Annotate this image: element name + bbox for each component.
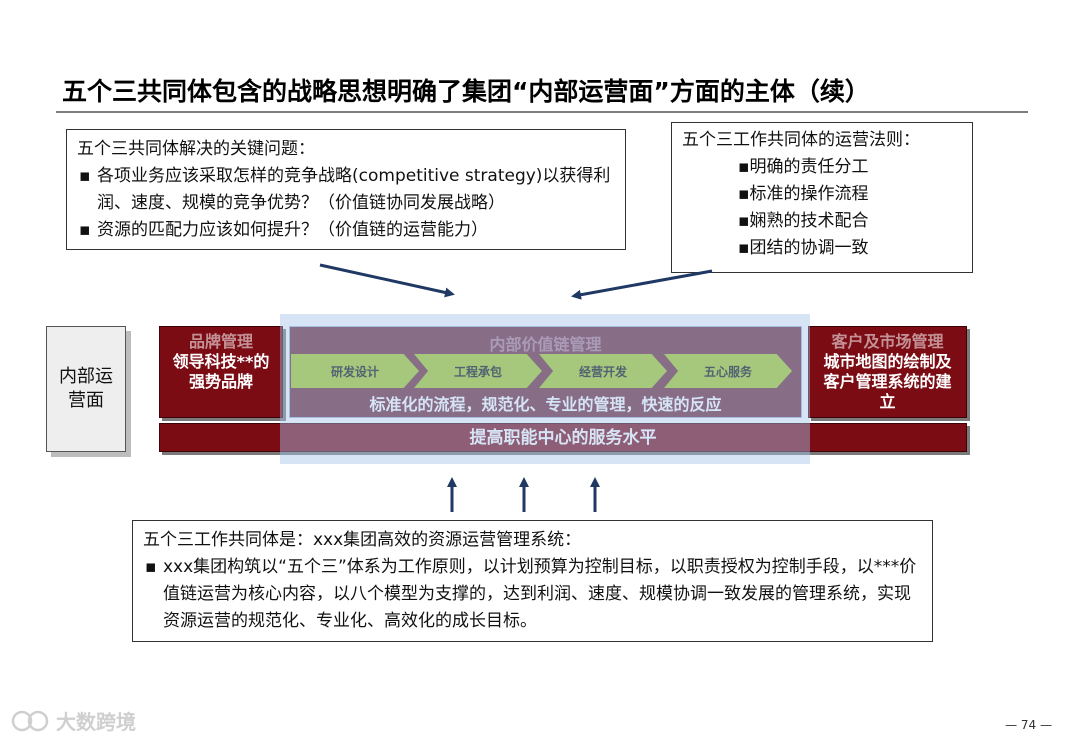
page-title: 五个三共同体包含的战略思想明确了集团“内部运营面”方面的主体（续）: [62, 77, 870, 106]
value-chain-subtitle: 标准化的流程，规范化、专业的管理，快速的反应: [369, 395, 722, 414]
brand-management-body: 领导科技**的强势品牌: [172, 352, 270, 391]
watermark-text: 大数跨境: [56, 710, 136, 734]
arrow-icon: [319, 263, 455, 298]
brand-management-head: 品牌管理: [188, 332, 253, 351]
list-item: ▪明确的责任分工: [738, 157, 869, 177]
service-level-bar: 提高职能中心的服务水平: [159, 423, 967, 452]
list-item: xxx集团构筑以“五个三”体系为工作原则，以计划预算为控制目标，以职责授权为控制…: [143, 554, 922, 635]
management-system-heading: 五个三工作共同体是：xxx集团高效的资源运营管理系统：: [143, 530, 582, 550]
arrow-icon: [571, 269, 713, 300]
page-number: — 74 —: [1005, 718, 1052, 732]
key-issues-box: 五个三共同体解决的关键问题： 各项业务应该采取怎样的竞争战略(competiti…: [66, 129, 626, 250]
brand-management-box: 品牌管理 领导科技**的强势品牌: [159, 326, 283, 418]
list-item: ▪娴熟的技术配合: [738, 211, 869, 231]
list-item: 各项业务应该采取怎样的竞争战略(competitive strategy)以获得…: [77, 163, 615, 217]
watermark-icon: [11, 710, 49, 731]
customer-market-body: 城市地图的绘制及客户管理系统的建立: [823, 352, 952, 411]
value-chain-stage: 研发设计: [291, 354, 419, 388]
operating-rules-list: ▪明确的责任分工 ▪标准的操作流程 ▪娴熟的技术配合 ▪团结的协调一致: [682, 154, 962, 262]
operating-rules-heading: 五个三工作共同体的运营法则：: [682, 130, 920, 150]
customer-market-head: 客户及市场管理: [831, 332, 944, 351]
value-chain-stage: 工程承包: [414, 354, 542, 388]
list-item: ▪团结的协调一致: [738, 238, 869, 258]
management-system-list: xxx集团构筑以“五个三”体系为工作原则，以计划预算为控制目标，以职责授权为控制…: [143, 554, 922, 635]
list-item: ▪标准的操作流程: [738, 184, 869, 204]
title-divider: [56, 111, 1028, 113]
value-chain-stage: 经营开发: [539, 354, 667, 388]
customer-market-box: 客户及市场管理 城市地图的绘制及客户管理系统的建立: [808, 326, 967, 418]
key-issues-list: 各项业务应该采取怎样的竞争战略(competitive strategy)以获得…: [77, 163, 615, 244]
internal-ops-label: 内部运营面: [59, 366, 113, 411]
internal-ops-label-box: 内部运营面: [46, 326, 126, 452]
key-issues-heading: 五个三共同体解决的关键问题：: [77, 139, 315, 159]
value-chain-stage: 五心服务: [664, 354, 792, 388]
watermark-logo: 大数跨境: [10, 706, 136, 735]
operating-rules-box: 五个三工作共同体的运营法则： ▪明确的责任分工 ▪标准的操作流程 ▪娴熟的技术配…: [671, 122, 973, 273]
management-system-box: 五个三工作共同体是：xxx集团高效的资源运营管理系统： xxx集团构筑以“五个三…: [132, 520, 933, 642]
value-chain-head: 内部价值链管理: [489, 335, 602, 354]
list-item: 资源的匹配力应该如何提升？（价值链的运营能力）: [77, 217, 615, 244]
